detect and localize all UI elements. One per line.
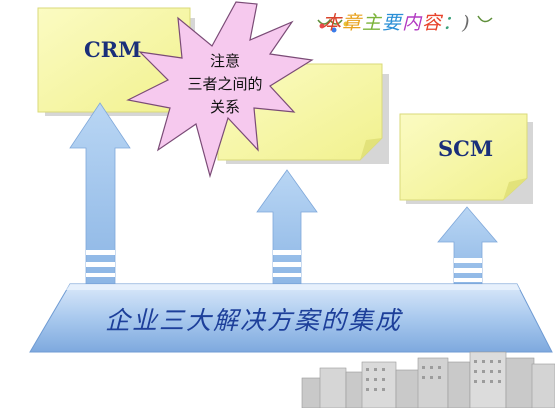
arrow-right [437,206,498,293]
header-deco-char: 章 [342,12,363,34]
integration-platform [29,283,553,353]
note-crm-label: CRM [84,37,142,62]
header-deco-char: 本 [322,12,343,34]
platform-title: 企业三大解决方案的集成 [105,306,403,335]
callout-text: 注意 三者之间的 关系 [170,50,280,119]
callout-line-2: 三者之间的 [187,75,263,93]
note-scm [399,113,533,204]
header-deco-char: ： [442,12,463,34]
header-deco-char: 容 [422,12,443,34]
callout-line-3: 关系 [209,98,240,116]
header-deco-char: ) [462,12,471,34]
note-scm-label: SCM [438,136,494,161]
callout-line-1: 注意 [209,52,240,70]
decorative-garland-icon [317,15,493,33]
header-deco-char: 要 [382,12,403,34]
arrow-left [69,102,131,293]
header-deco-char: 内 [402,12,423,34]
header-deco-inner: 本章主要内容：) [322,12,471,34]
header-deco-text: 本章主要内容：) [322,8,471,35]
city-skyline-image [301,351,555,408]
starburst-callout [126,1,314,179]
header-deco-char: 主 [362,12,383,34]
arrow-middle [256,169,318,293]
